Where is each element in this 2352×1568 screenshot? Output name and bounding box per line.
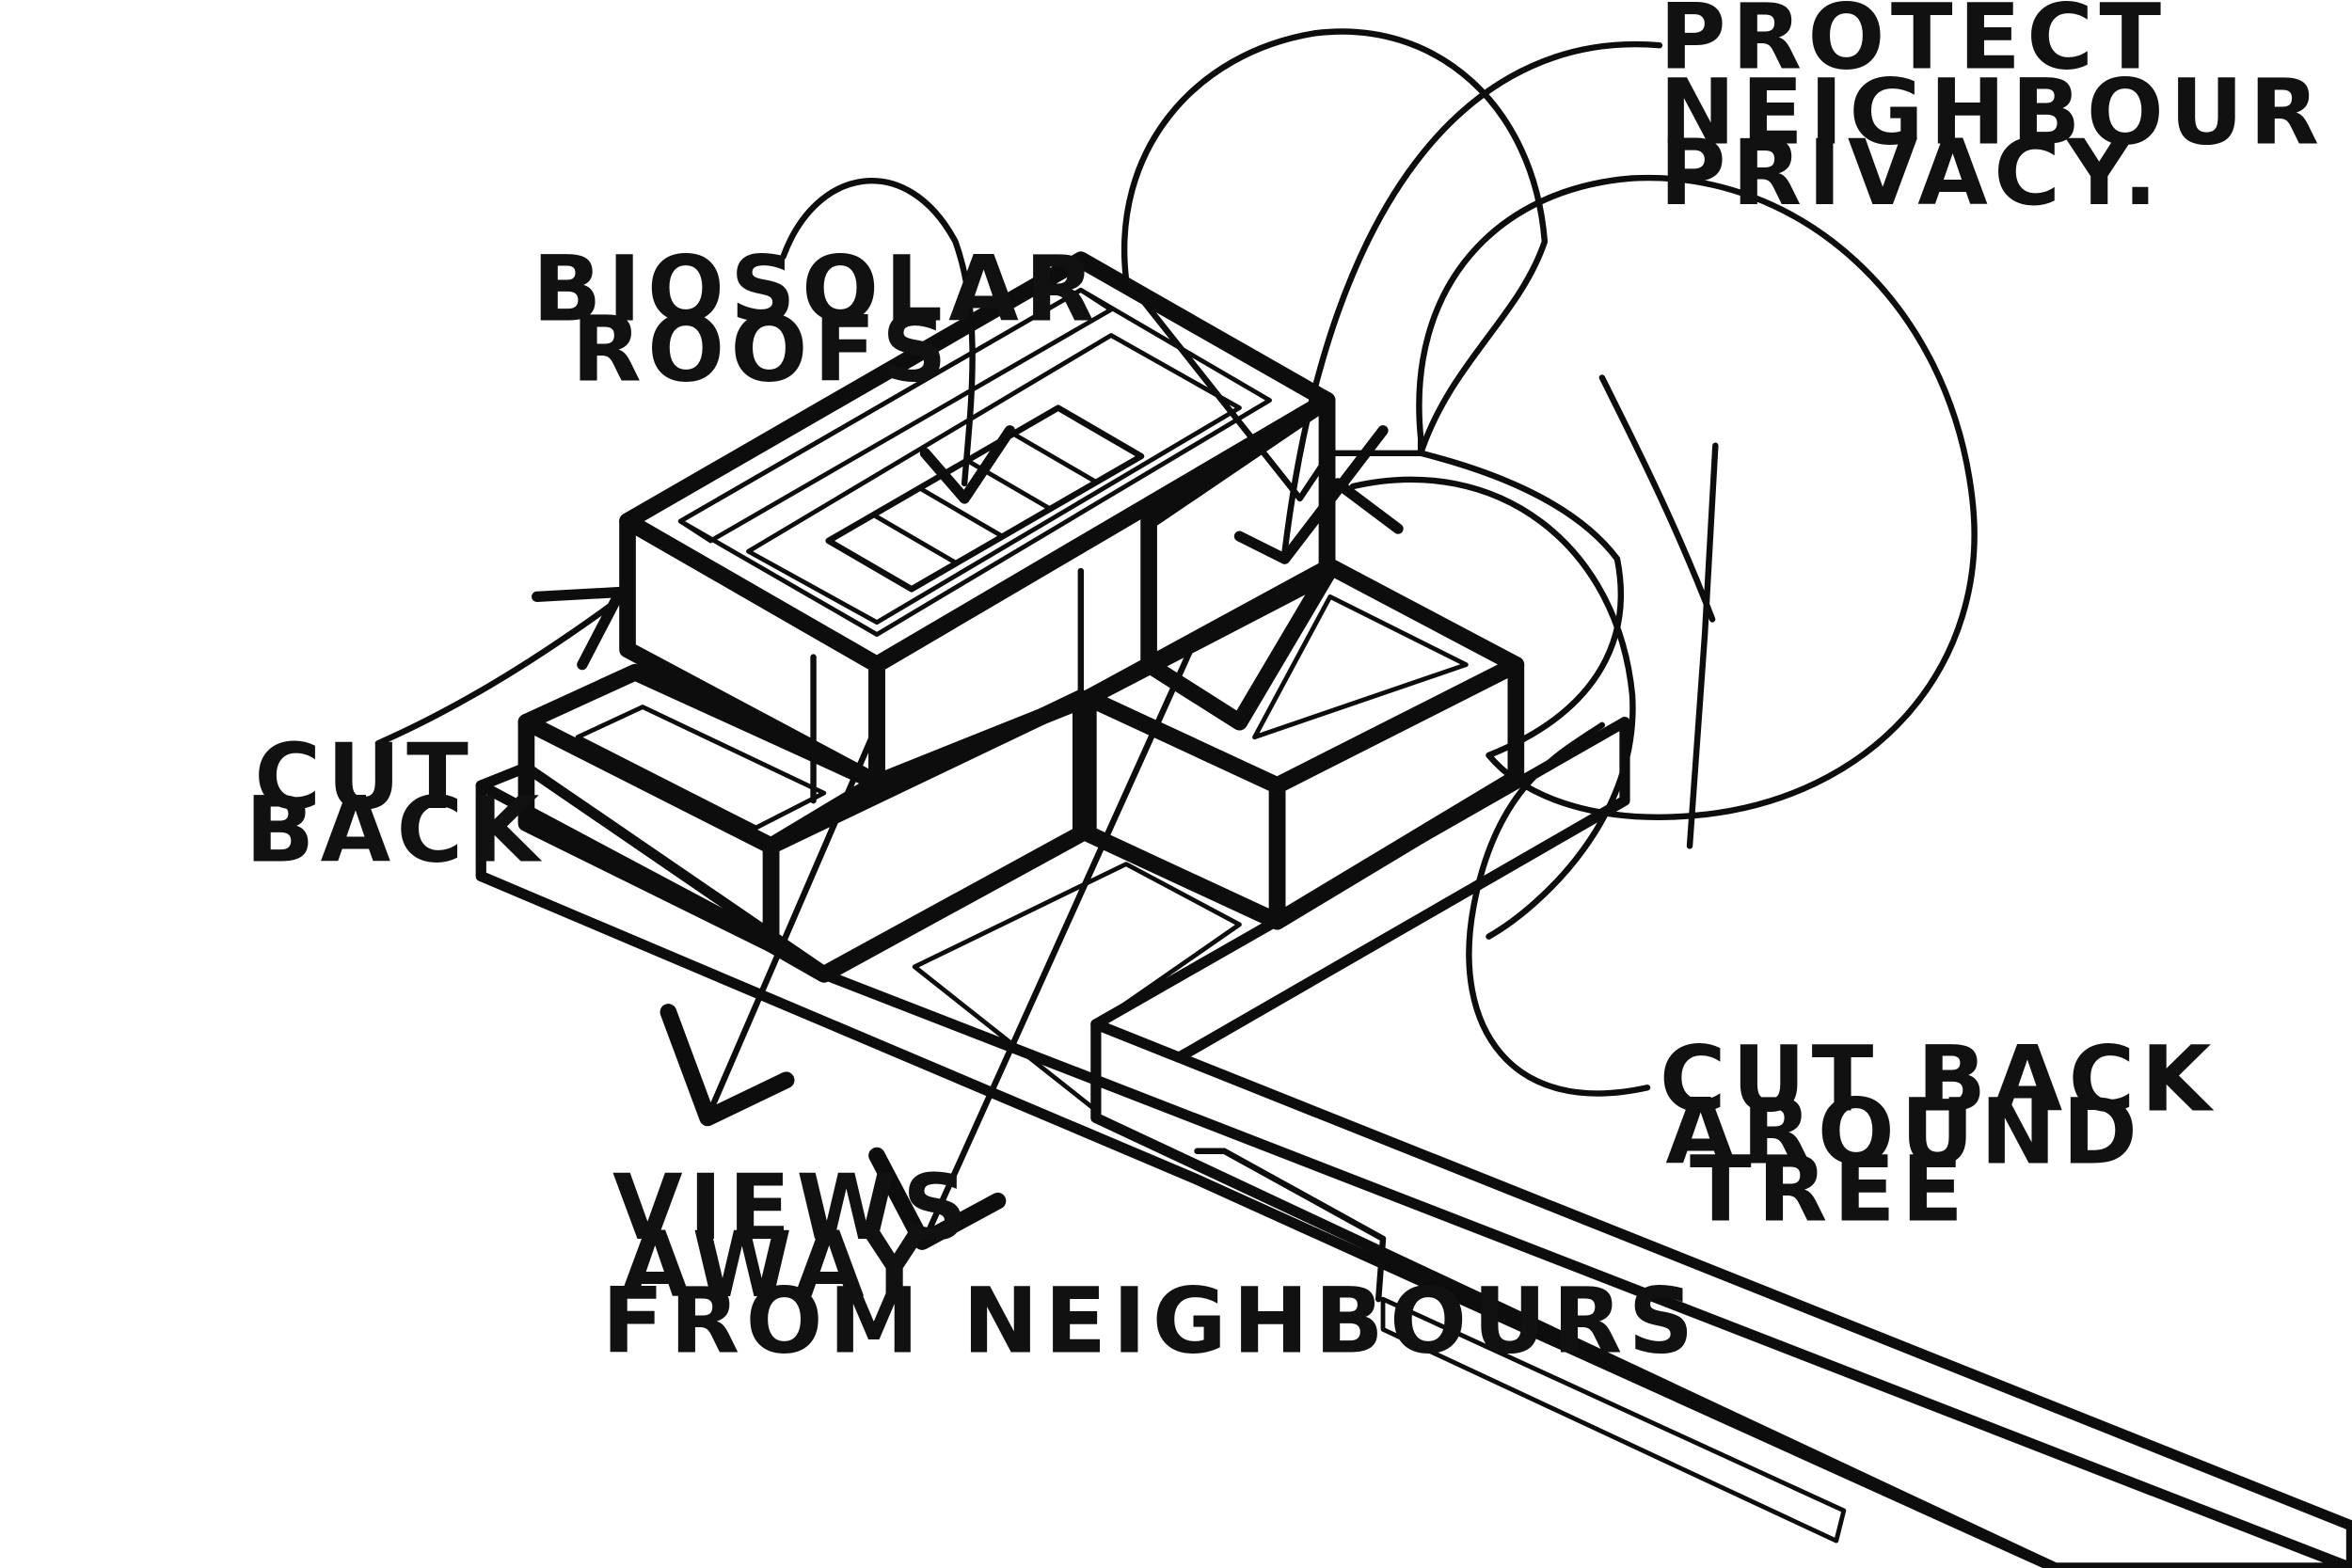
solar-panel-dividers: [871, 431, 1099, 566]
low-right-planter: [1252, 594, 1469, 740]
strip-planting: [1380, 1296, 1847, 1544]
wall-right-front: [1090, 1019, 2352, 1568]
arrow-cut-back-leader: [374, 601, 616, 747]
arrow-views-left-head: [660, 1004, 795, 1127]
label-tree-2: AROUND: [1665, 1080, 2143, 1185]
low-left-side: [762, 689, 1089, 983]
arrow-biosolar-leader: [780, 178, 976, 487]
trees: [1120, 28, 1978, 940]
label-views-1: VIEWS: [612, 1155, 974, 1260]
arrow-tree-leader: [1466, 721, 1651, 1097]
label-privacy-2: NEIGHBOUR: [1660, 60, 2326, 166]
tree-back-canopy: [1120, 28, 1549, 502]
tree-branch-1: [1598, 374, 1716, 623]
label-tree-1: CUT BACK: [1660, 1026, 2217, 1132]
label-cut-back-2: BACK: [246, 777, 546, 882]
arrow-views-right-leader: [922, 639, 1198, 1243]
label-views-2: AWAY: [620, 1212, 933, 1318]
arrow-views-left-leader: [707, 729, 878, 1114]
label-privacy-3: PRIVACY.: [1660, 120, 2164, 226]
upper-window-mullions: [810, 517, 1152, 804]
roof-green-strip: [746, 333, 1242, 626]
wall-slot: [1194, 1148, 1387, 1303]
arrow-biosolar-head: [919, 425, 1015, 504]
upper-block: [619, 251, 1336, 804]
low-left-planter: [575, 705, 827, 831]
arrow-cut-back-head: [532, 586, 626, 671]
roof-light-strip: [677, 287, 1114, 544]
label-biosolar-1: BIOSOLAR: [532, 236, 1101, 341]
tree-branch-2: [1686, 442, 1719, 849]
label-tree-3: TREE: [1690, 1137, 1969, 1243]
tree-front-canopy: [1416, 174, 1978, 820]
label-cut-back-1: CUT: [254, 724, 474, 830]
low-right-side: [1268, 656, 1525, 930]
label-privacy-1: PROTECT: [1660, 0, 2168, 89]
tree-overhang-curve: [1349, 476, 1636, 940]
label-biosolar-2: ROOFS: [572, 297, 953, 403]
annotation-text: BIOSOLAR ROOFS PROTECT NEIGHBOUR PRIVACY…: [246, 0, 2326, 1373]
arrow-privacy-head: [1233, 425, 1404, 564]
arrow-views-right-head: [868, 1147, 1007, 1250]
solar-panels: [825, 404, 1145, 593]
arrow-privacy-leader: [1281, 40, 1663, 555]
planting: [912, 862, 1847, 1544]
label-views-3: FROM NEIGHBOURS: [602, 1268, 1700, 1373]
courtyard-planting: [912, 862, 1242, 1113]
annotation-leaders: [374, 40, 1663, 1250]
